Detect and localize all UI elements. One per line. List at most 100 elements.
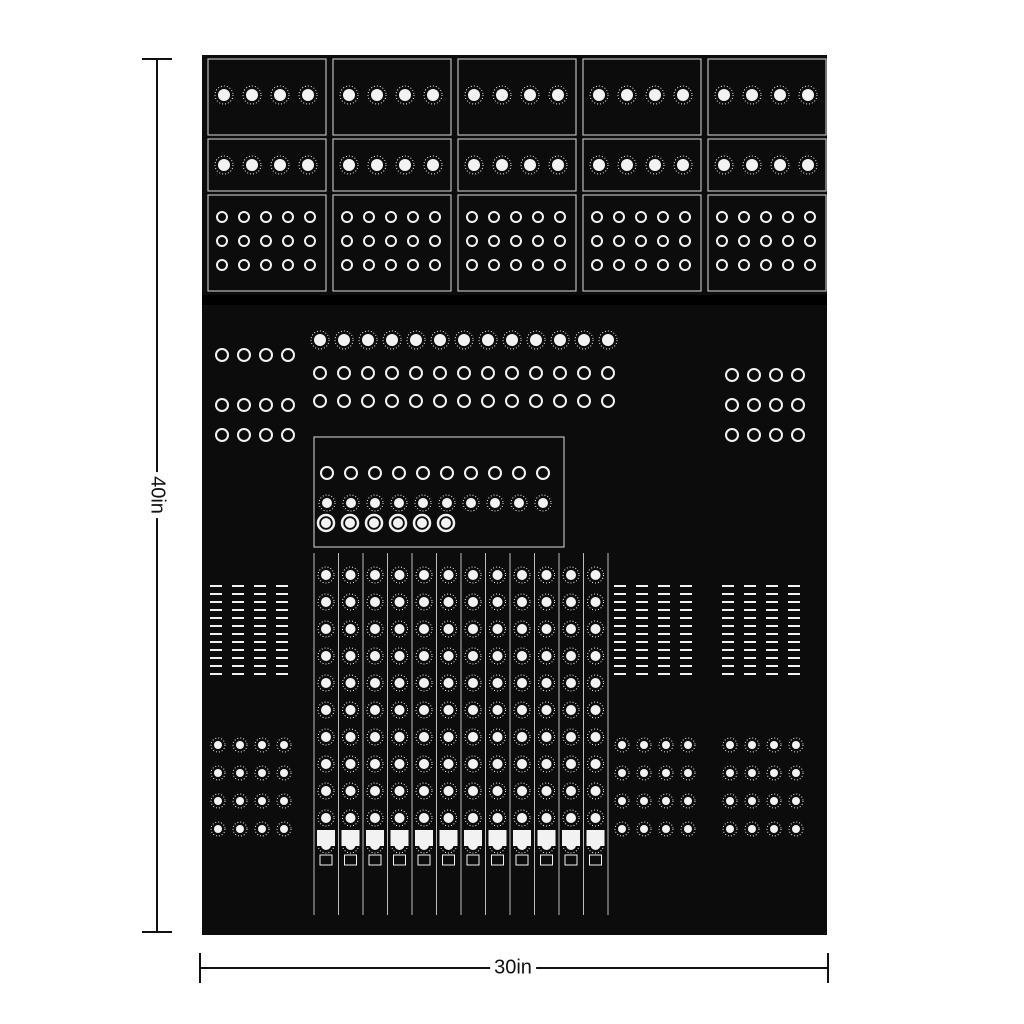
knob	[343, 89, 355, 101]
jack	[407, 259, 419, 271]
jack	[260, 235, 272, 247]
knob	[748, 741, 756, 749]
knob-scale	[342, 755, 359, 773]
knob-scale	[464, 755, 482, 773]
jack	[738, 211, 750, 223]
on-button	[442, 854, 455, 866]
jack	[281, 348, 295, 362]
knob-scale	[617, 155, 637, 175]
height-dimension-cap-top	[142, 58, 172, 60]
knob-scale	[502, 330, 522, 350]
knob	[517, 597, 527, 607]
knob-scale	[587, 755, 604, 773]
knob	[792, 741, 800, 749]
knob	[468, 651, 478, 661]
knob	[718, 89, 730, 101]
meter-segment	[636, 601, 648, 603]
meter-segment	[680, 649, 692, 651]
knob	[386, 334, 398, 346]
jack	[216, 235, 228, 247]
knob-scale	[489, 728, 506, 746]
meter-segment	[210, 649, 222, 651]
knob-scale	[440, 566, 457, 584]
knob	[345, 813, 356, 823]
knob	[492, 570, 503, 580]
knob-scale	[464, 566, 482, 584]
knob	[677, 159, 689, 171]
knob-scale	[489, 566, 506, 584]
knob-scale	[526, 330, 546, 350]
meter-segment	[744, 609, 756, 611]
knob-scale	[744, 765, 760, 781]
meter-segment	[232, 593, 244, 595]
meter-segment	[232, 625, 244, 627]
jack	[747, 368, 761, 382]
jack	[510, 259, 522, 271]
knob	[468, 624, 478, 634]
knob	[236, 769, 244, 777]
meter-segment	[636, 657, 648, 659]
jack	[281, 398, 295, 412]
knob	[792, 769, 800, 777]
knob-scale	[342, 674, 359, 692]
jack	[657, 259, 669, 271]
meter-segment	[276, 625, 288, 627]
jack	[429, 259, 441, 271]
knob	[370, 678, 380, 688]
knob-scale	[680, 793, 696, 809]
meter-segment	[788, 625, 800, 627]
channel-fader-strip	[513, 830, 531, 846]
jack	[385, 259, 397, 271]
jack	[260, 259, 272, 271]
knob	[541, 651, 552, 661]
meter-segment	[788, 673, 800, 675]
knob-scale	[574, 330, 594, 350]
knob-scale	[415, 809, 433, 827]
knob-scale	[538, 809, 555, 827]
jack	[238, 235, 250, 247]
knob	[274, 89, 286, 101]
knob	[468, 759, 478, 769]
meter-segment	[614, 633, 626, 635]
knob	[590, 597, 601, 607]
jack	[313, 394, 327, 408]
jack	[601, 366, 615, 380]
knob-scale	[658, 737, 674, 753]
knob-scale	[788, 737, 804, 753]
meter-segment	[614, 593, 626, 595]
meter-segment	[722, 601, 734, 603]
meter-segment	[276, 633, 288, 635]
meter-segment	[722, 633, 734, 635]
jack	[488, 235, 500, 247]
jack	[760, 259, 772, 271]
knob-scale	[464, 85, 484, 105]
jack	[215, 398, 229, 412]
meter-segment	[232, 609, 244, 611]
meter-segment	[232, 585, 244, 587]
meter-segment	[722, 625, 734, 627]
knob-scale	[454, 330, 474, 350]
knob	[218, 159, 230, 171]
knob	[590, 759, 601, 769]
panel-outline	[332, 194, 452, 292]
knob	[370, 624, 380, 634]
knob-scale	[788, 821, 804, 837]
jack	[635, 259, 647, 271]
knob	[541, 570, 552, 580]
knob	[541, 813, 552, 823]
knob	[492, 705, 503, 715]
knob	[490, 498, 500, 508]
knob	[517, 651, 527, 661]
knob-scale	[680, 737, 696, 753]
meter-segment	[636, 585, 648, 587]
meter-segment	[788, 649, 800, 651]
panel-outline	[313, 436, 565, 548]
knob-scale	[478, 330, 498, 350]
meter-segment	[636, 649, 648, 651]
knob-scale	[366, 620, 384, 638]
knob-scale	[210, 737, 226, 753]
meter-segment	[614, 641, 626, 643]
meter-segment	[766, 657, 778, 659]
knob	[590, 651, 601, 661]
channel-fader-strip	[439, 830, 458, 846]
